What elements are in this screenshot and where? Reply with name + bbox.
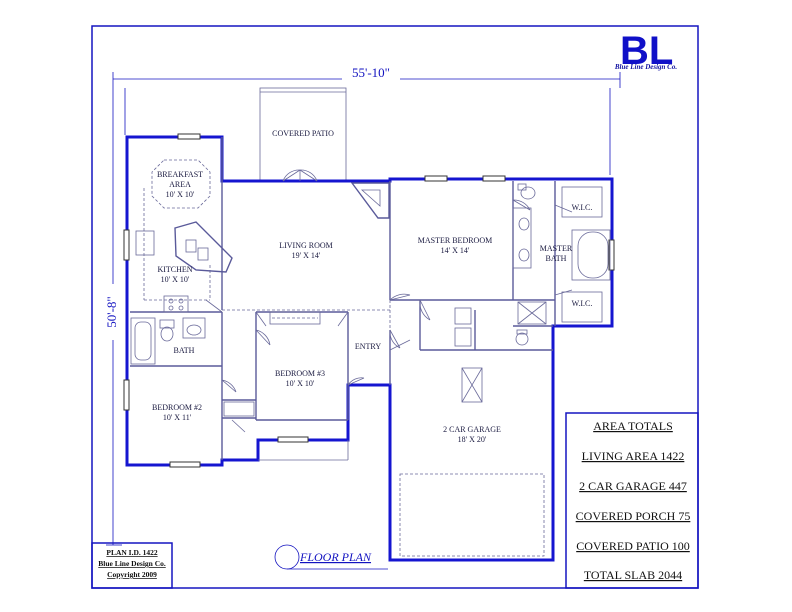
kitchen-label: KITCHEN <box>157 265 192 274</box>
closets <box>223 311 321 417</box>
master-bath-label-2: BATH <box>546 254 567 263</box>
floor-plan-title-text: FLOOR PLAN <box>299 550 372 564</box>
bedroom3-size: 10' X 10' <box>286 379 315 388</box>
plan-id: PLAN I.D. 1422 <box>106 548 158 557</box>
entry-label: ENTRY <box>355 342 381 351</box>
depth-dimension-label: 50'-8" <box>104 296 119 327</box>
breakfast-label-2: AREA <box>169 180 191 189</box>
area-totals-title: AREA TOTALS <box>593 419 673 433</box>
covered-patio: COVERED PATIO <box>259 87 347 181</box>
living-room-size: 19' X 14' <box>292 251 321 260</box>
master-bedroom-size: 14' X 14' <box>441 246 470 255</box>
covered-patio-label: COVERED PATIO <box>272 129 334 138</box>
wic-bottom-label: W.I.C. <box>572 299 593 308</box>
depth-dimension: 50'-8" <box>102 88 122 546</box>
company-logo: BL Blue Line Design Co. <box>614 29 677 73</box>
plan-company: Blue Line Design Co. <box>98 559 166 568</box>
living-room-label: LIVING ROOM <box>279 241 333 250</box>
plan-info-box: PLAN I.D. 1422 Blue Line Design Co. Copy… <box>91 542 173 589</box>
logo-mark: BL <box>620 29 673 73</box>
width-dimension-label: 55'-10" <box>352 65 390 80</box>
area-row-living: LIVING AREA 1422 <box>582 449 685 463</box>
exterior-walls <box>125 135 614 562</box>
bedroom3-label: BEDROOM #3 <box>275 369 325 378</box>
garage-fixtures <box>399 367 545 557</box>
logo-company-name: Blue Line Design Co. <box>614 63 677 71</box>
sheet-border <box>91 25 699 589</box>
master-bedroom-label: MASTER BEDROOM <box>418 236 492 245</box>
bedroom2-label: BEDROOM #2 <box>152 403 202 412</box>
master-bath-fixtures <box>512 183 611 325</box>
bath-fixtures <box>130 317 206 365</box>
bath-label: BATH <box>174 346 195 355</box>
width-dimension: 55'-10" <box>112 65 621 175</box>
area-row-total: TOTAL SLAB 2044 <box>584 568 682 582</box>
breakfast-table <box>151 159 211 209</box>
door-swings <box>205 199 573 433</box>
wic-top-label: W.I.C. <box>572 203 593 212</box>
breakfast-label: BREAKFAST <box>157 170 203 179</box>
breakfast-size: 10' X 10' <box>166 190 195 199</box>
utility-fixtures <box>454 307 529 347</box>
area-totals-table: AREA TOTALS LIVING AREA 1422 2 CAR GARAG… <box>565 412 699 589</box>
kitchen-fixtures <box>135 221 233 313</box>
master-bath-label: MASTER <box>540 244 573 253</box>
area-row-patio: COVERED PATIO 100 <box>576 539 690 553</box>
plan-copyright: Copyright 2009 <box>107 570 157 579</box>
bedroom2-size: 10' X 11' <box>163 413 192 422</box>
garage-size: 18' X 20' <box>458 435 487 444</box>
garage-label: 2 CAR GARAGE <box>443 425 501 434</box>
kitchen-size: 10' X 10' <box>161 275 190 284</box>
room-labels: BREAKFAST AREA 10' X 10' KITCHEN 10' X 1… <box>152 170 592 444</box>
fireplace <box>350 182 390 219</box>
area-row-porch: COVERED PORCH 75 <box>576 509 691 523</box>
area-row-garage: 2 CAR GARAGE 447 <box>579 479 687 493</box>
floor-plan-title: FLOOR PLAN <box>274 544 388 570</box>
